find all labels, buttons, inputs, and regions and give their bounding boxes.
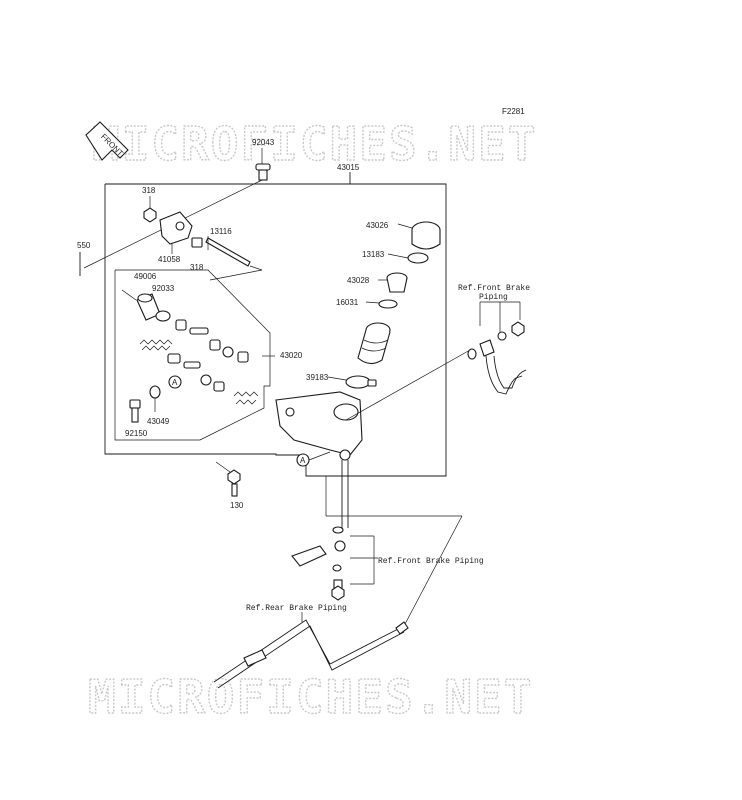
callout-16031: 16031 [336,298,359,307]
washer-43049 [149,385,161,399]
master-cylinder-body [275,391,363,461]
callout-43020: 43020 [280,351,303,360]
diaphragm-43028 [386,272,408,293]
callout-318-lower: 318 [190,263,204,272]
bolt-130 [227,469,241,497]
reservoir-tank [357,322,391,365]
clevis-41058 [159,211,193,245]
callout-92043: 92043 [252,138,275,147]
callout-39183: 39183 [306,373,329,382]
kit-frame-43020 [114,269,271,441]
spring-lower [233,391,259,405]
callout-43049: 43049 [147,417,170,426]
ref-front-brake-mid: Ref.Front Brake Piping [378,557,484,566]
callout-130: 130 [230,501,244,510]
ref-front-brake-top-line2: Piping [479,293,508,302]
leader-bolt-130 [215,461,231,473]
assembly-frame-43015 [104,183,447,477]
leader-13183 [387,253,409,259]
nut-318-top [143,207,157,223]
rear-brake-piping [213,619,409,689]
ref-front-brake-top-line1: Ref.Front Brake [458,284,530,293]
cap-43026 [411,221,441,250]
float-16031 [378,299,398,309]
spring-upper [139,339,173,351]
piston-parts-mid [167,353,225,392]
callout-550: 550 [77,241,91,250]
watermark-top: MICROFICHES.NET [92,117,537,171]
reference-mark-a1: A [168,375,182,389]
leader-43026 [397,223,413,229]
leader-a2 [308,451,331,461]
ring-92033 [155,310,171,322]
callout-43028: 43028 [347,276,370,285]
leader-front-brake-line [345,349,471,421]
figure-id: F2281 [502,107,525,116]
callout-92033: 92033 [152,284,175,293]
banjo-fitting-mid [291,526,346,601]
pin-92043 [255,163,271,181]
boot-49006 [136,293,161,321]
ref-rear-brake: Ref.Rear Brake Piping [246,604,347,613]
callout-labels: 92043 43015 318 550 41058 318 13116 4302… [77,138,389,510]
front-brake-piping-top [467,321,527,395]
leader-16031 [365,301,380,304]
callout-43026: 43026 [366,221,389,230]
callout-41058: 41058 [158,255,181,264]
leader-rod-a [209,269,263,281]
callout-49006: 49006 [134,272,157,281]
leader-49006 [121,289,137,301]
callout-13183: 13183 [362,250,385,259]
clamp-39183 [345,375,377,389]
piston-parts-upper [175,319,249,363]
plate-13183 [407,252,429,264]
reference-mark-a2: A [296,453,310,467]
callout-43015: 43015 [337,163,360,172]
nut-318-lower [191,237,203,248]
watermark-bottom: MICROFICHES.NET [88,670,533,724]
callout-92150: 92150 [125,429,148,438]
bolt-92150 [129,399,141,423]
leader-rod-b [249,265,263,271]
push-rod-13116 [205,237,251,267]
callout-13116: 13116 [210,227,232,236]
leader-39183 [327,376,347,381]
svg-text:A: A [300,456,306,465]
svg-text:A: A [172,378,178,387]
leader-to-rear-pipe [403,515,463,627]
callout-318-top: 318 [142,186,156,195]
